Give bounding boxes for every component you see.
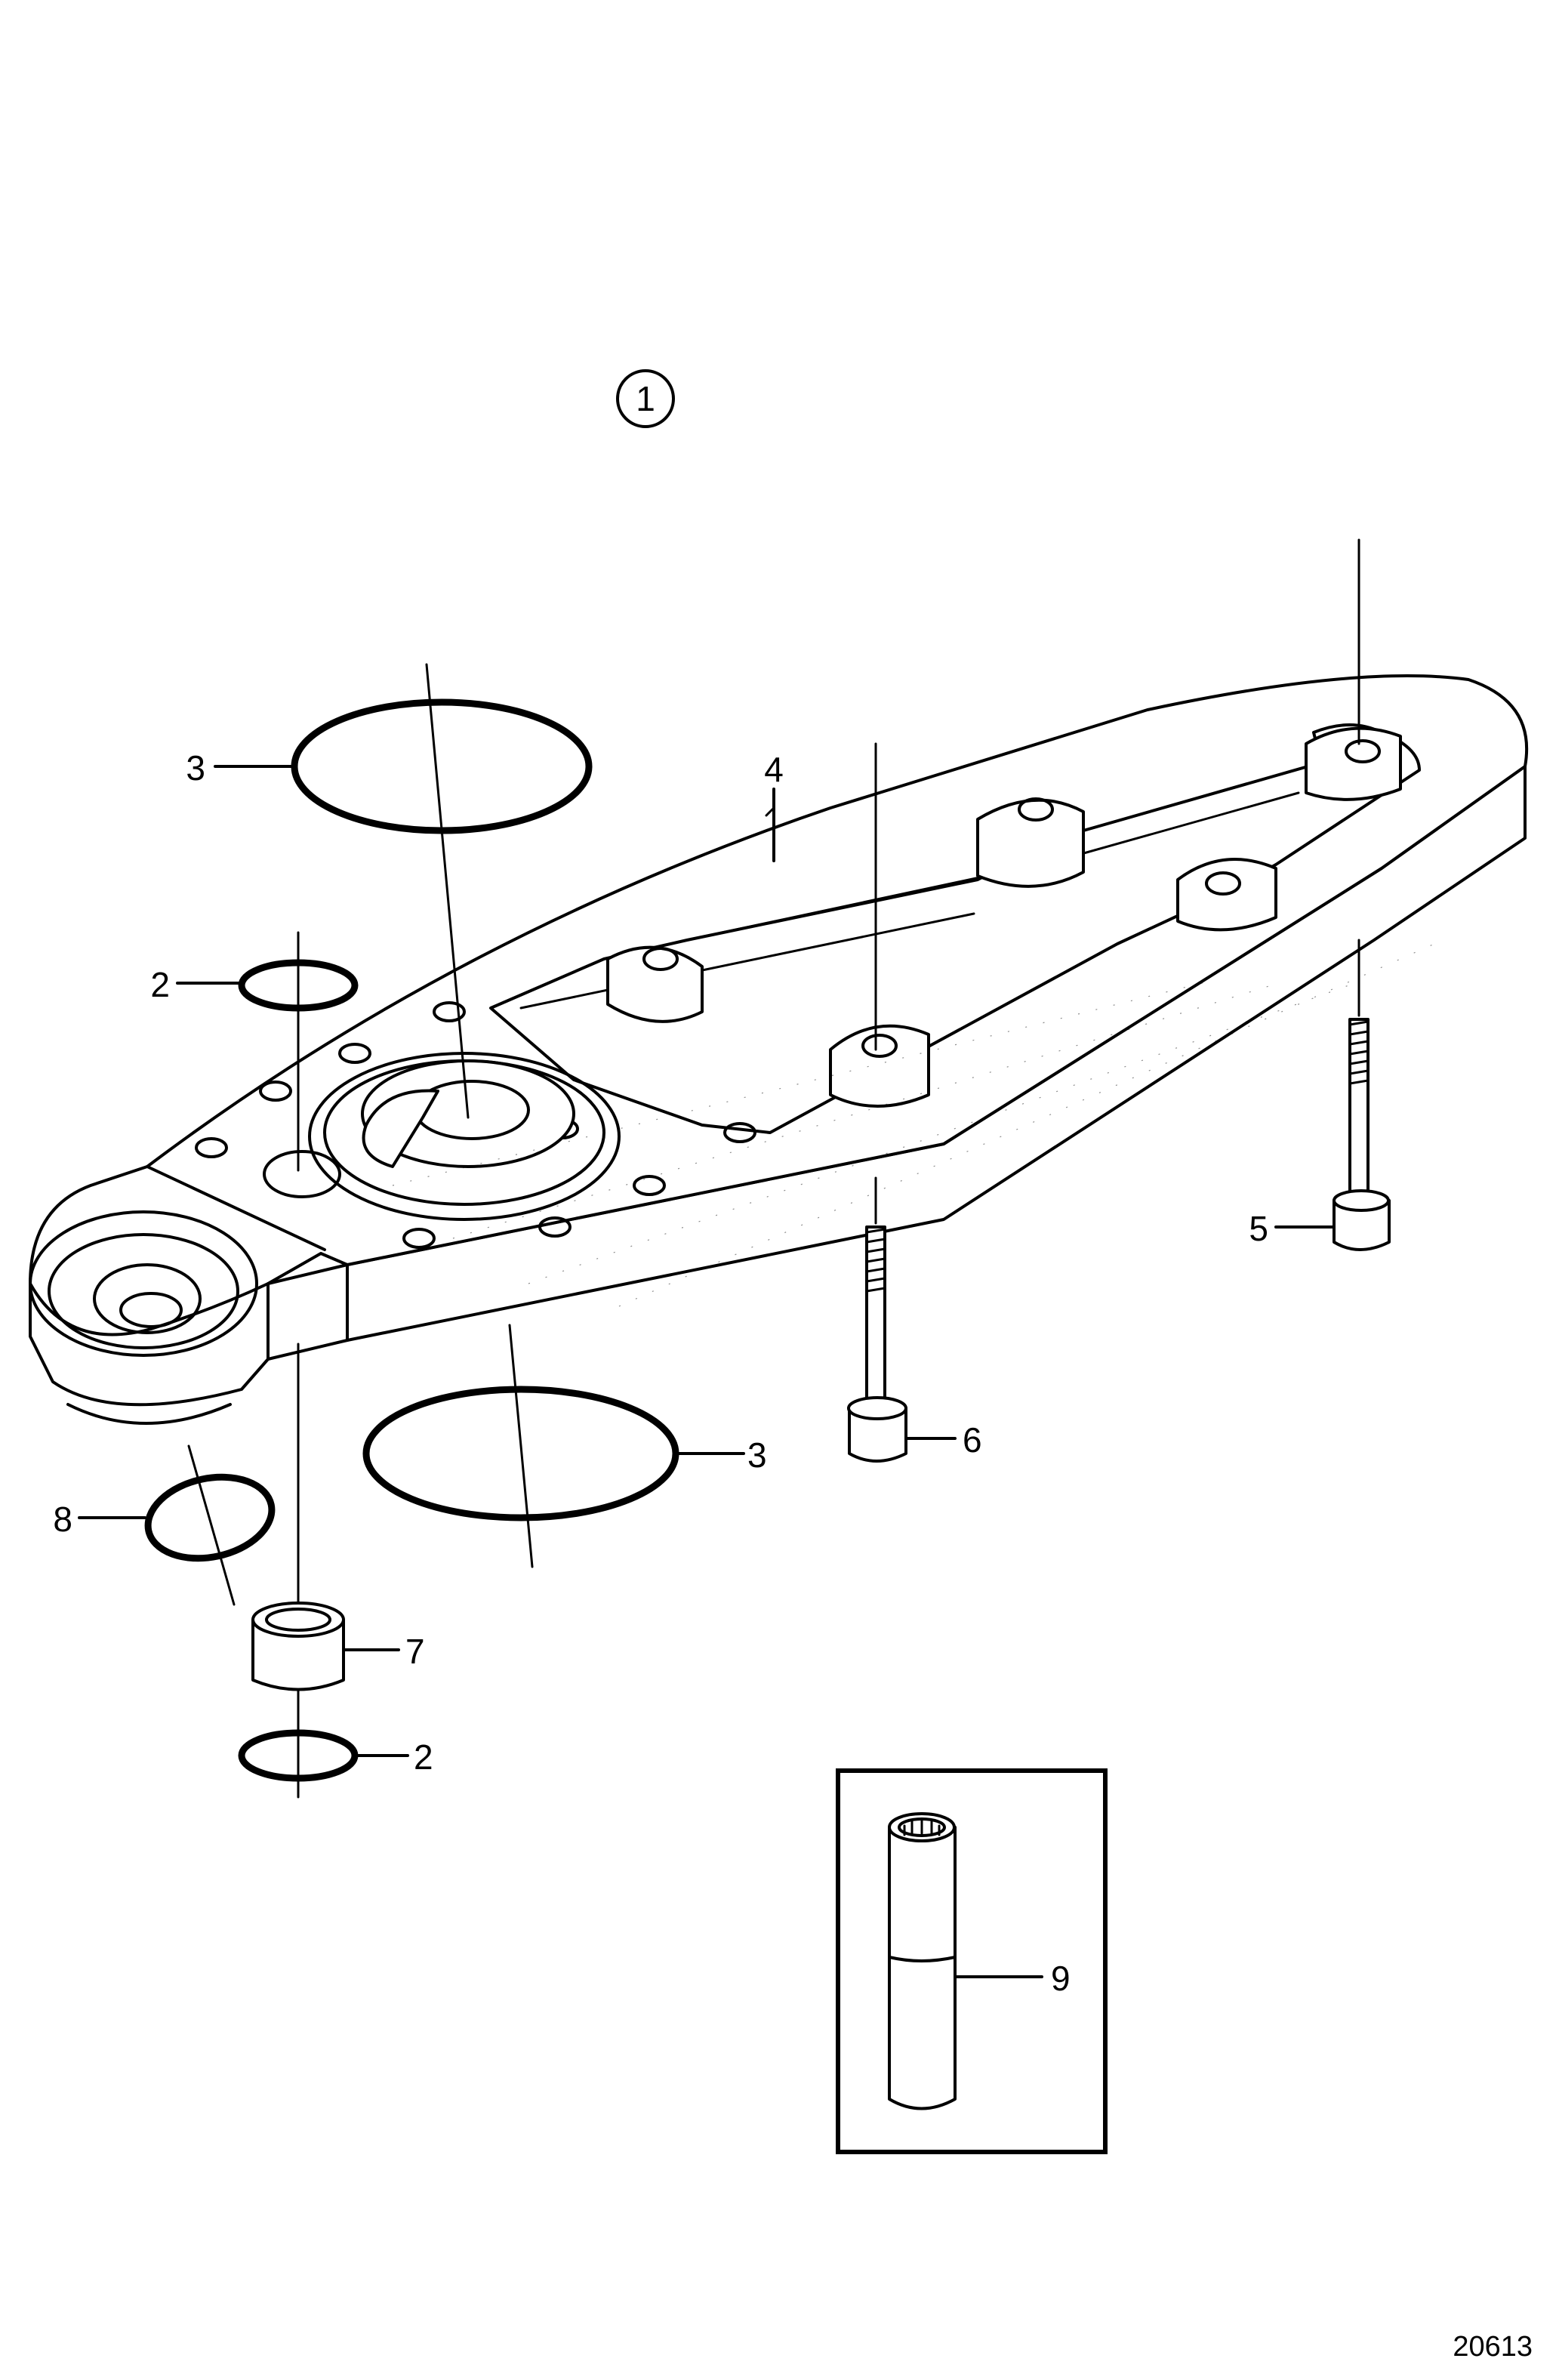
assembly-callout: 1: [616, 369, 675, 428]
long-bolt: 5: [1249, 1018, 1391, 1251]
callout-housing-plate: 4: [764, 750, 784, 789]
figure-number: 20613: [1453, 2331, 1533, 2363]
bushing: 7: [251, 1602, 425, 1691]
small-oring-bottom: 2: [238, 1729, 433, 1782]
callout-short-bolt: 6: [963, 1420, 982, 1460]
large-oring-bottom: 3: [362, 1386, 767, 1521]
assembly-callout-number: 1: [636, 379, 655, 418]
callout-bushing: 7: [405, 1632, 425, 1671]
callout-small-oring-bottom: 2: [414, 1737, 433, 1777]
callout-tool: 9: [1051, 1959, 1071, 1998]
housing-plate-callout: 4: [764, 750, 784, 862]
callout-long-bolt: 5: [1249, 1209, 1268, 1248]
assembly-lines: [187, 538, 1360, 1799]
callout-large-oring-bottom: 3: [747, 1435, 767, 1475]
callout-small-oring-top: 2: [150, 965, 170, 1004]
small-oring-top: 2: [150, 959, 359, 1012]
short-bolt: 6: [847, 1225, 982, 1463]
tool-inset: 9: [836, 1768, 1108, 2154]
callout-large-oring-top: 3: [186, 748, 205, 788]
callout-pivot-oring: 8: [53, 1500, 72, 1539]
pivot-oring: 8: [53, 1473, 276, 1562]
large-oring-top: 3: [186, 698, 593, 834]
